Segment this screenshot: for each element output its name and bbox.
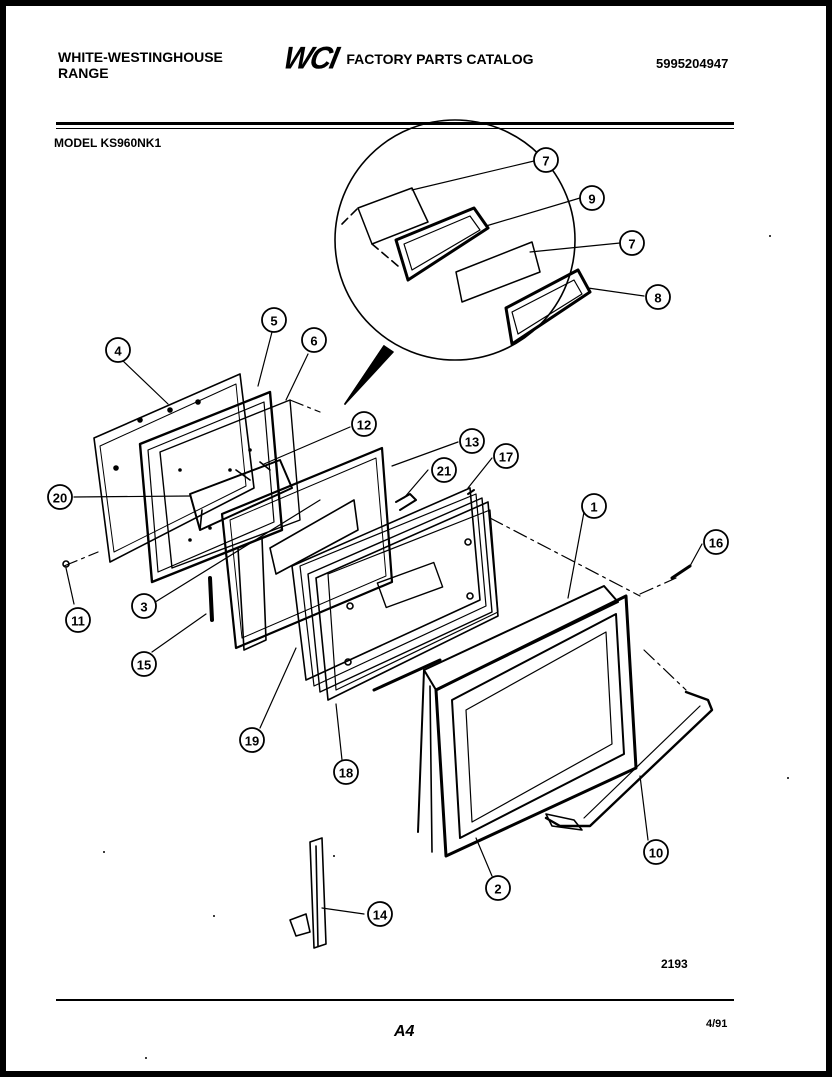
callout-number: 16 xyxy=(709,536,723,551)
door-frame xyxy=(220,446,394,651)
callout-number: 9 xyxy=(588,192,595,207)
callout-number: 2 xyxy=(494,882,501,897)
callout-labels: 7 9 7 8 5 6 4 12 13 21 17 20 1 16 3 11 15 19 18 10 2 14 xyxy=(47,147,729,927)
callout-circle xyxy=(333,759,359,785)
callout-circle xyxy=(619,230,645,256)
callout-20: 20 xyxy=(47,484,73,510)
callout-18: 18 xyxy=(333,759,359,785)
catalog-header: WCI FACTORY PARTS CATALOG xyxy=(280,41,534,76)
inner-door-panel xyxy=(291,487,499,701)
callout-14: 14 xyxy=(367,901,393,927)
inner-door-liner xyxy=(138,390,284,584)
callout-17: 17 xyxy=(493,443,519,469)
callout-number: 21 xyxy=(437,464,451,479)
exploded-view-diagram: 7 9 7 8 5 6 4 12 13 21 17 20 1 16 3 11 15 19 18 10 2 14 xyxy=(47,119,789,1059)
callout-number: 1 xyxy=(590,500,597,515)
callout-number: 5 xyxy=(270,314,277,329)
callout-number: 15 xyxy=(137,658,151,673)
callout-number: 12 xyxy=(357,418,371,433)
parts-catalog-page: WHITE-WESTINGHOUSE RANGE WCI FACTORY PAR… xyxy=(6,6,826,1071)
vent-bracket xyxy=(189,459,293,531)
callout-9: 9 xyxy=(579,185,605,211)
callout-number: 7 xyxy=(542,154,549,169)
gasket-detail-parts xyxy=(341,187,592,346)
callout-circle xyxy=(493,443,519,469)
callout-16: 16 xyxy=(703,529,729,555)
callout-circle xyxy=(131,593,157,619)
callout-number: 19 xyxy=(245,734,259,749)
header-rule-thin xyxy=(56,128,734,129)
callout-circle xyxy=(533,147,559,173)
detail-magnifier xyxy=(334,119,576,405)
callout-circle xyxy=(581,493,607,519)
print-specks xyxy=(103,235,789,1059)
revision-date: 4/91 xyxy=(706,1018,728,1030)
callout-number: 3 xyxy=(140,600,147,615)
callout-2: 2 xyxy=(485,875,511,901)
alignment-lines xyxy=(63,399,687,691)
callout-circle xyxy=(485,875,511,901)
callout-7: 7 xyxy=(533,147,559,173)
callout-number: 13 xyxy=(465,435,479,450)
callout-number: 14 xyxy=(373,908,388,923)
callout-number: 7 xyxy=(628,237,635,252)
callout-15: 15 xyxy=(131,651,157,677)
callout-8: 8 xyxy=(645,284,671,310)
insulation-pad xyxy=(159,399,301,569)
rear-panel xyxy=(93,373,255,563)
callout-number: 20 xyxy=(53,491,67,506)
callout-circle xyxy=(431,457,457,483)
drawing-number: 2193 xyxy=(661,957,688,971)
product-type: RANGE xyxy=(58,65,109,81)
callout-12: 12 xyxy=(351,411,377,437)
callout-circle xyxy=(579,185,605,211)
callout-3: 3 xyxy=(131,593,157,619)
callout-circle xyxy=(367,901,393,927)
door-hinge xyxy=(289,837,327,949)
callout-19: 19 xyxy=(239,727,265,753)
callout-1: 1 xyxy=(581,493,607,519)
callout-11: 11 xyxy=(65,607,91,633)
callout-13: 13 xyxy=(459,428,485,454)
callout-circle xyxy=(703,529,729,555)
brand-block: WHITE-WESTINGHOUSE RANGE xyxy=(58,49,223,81)
callout-circle xyxy=(351,411,377,437)
model-label: MODEL KS960NK1 xyxy=(54,136,162,150)
callout-number: 4 xyxy=(114,344,122,359)
door-handle xyxy=(544,690,714,831)
brand-name: WHITE-WESTINGHOUSE xyxy=(58,49,223,65)
catalog-part-number: 5995204947 xyxy=(656,56,729,71)
callout-circle xyxy=(47,484,73,510)
callout-circle xyxy=(65,607,91,633)
callout-5: 5 xyxy=(261,307,287,333)
callout-10: 10 xyxy=(643,839,669,865)
header-rule xyxy=(56,122,734,125)
callout-4: 4 xyxy=(105,337,131,363)
support-rod xyxy=(208,576,214,622)
catalog-title: FACTORY PARTS CATALOG xyxy=(346,51,534,67)
callout-number: 6 xyxy=(310,334,317,349)
callout-circle xyxy=(645,284,671,310)
callout-6: 6 xyxy=(301,327,327,353)
callout-circle xyxy=(261,307,287,333)
callout-circle xyxy=(239,727,265,753)
callout-circle xyxy=(131,651,157,677)
screw xyxy=(670,564,692,580)
callout-number: 18 xyxy=(339,766,353,781)
callout-circle xyxy=(301,327,327,353)
door-gasket xyxy=(395,489,475,511)
callout-circle xyxy=(105,337,131,363)
callout-number: 11 xyxy=(71,614,85,629)
callout-21: 21 xyxy=(431,457,457,483)
outer-door-frame xyxy=(417,585,638,858)
leader-lines xyxy=(65,160,703,915)
callout-7: 7 xyxy=(619,230,645,256)
callout-number: 10 xyxy=(649,846,663,861)
footer-rule xyxy=(56,999,734,1001)
callout-circle xyxy=(643,839,669,865)
callout-circle xyxy=(459,428,485,454)
page-code: A4 xyxy=(394,1023,415,1040)
callout-number: 8 xyxy=(654,291,661,306)
callout-number: 17 xyxy=(499,450,513,465)
